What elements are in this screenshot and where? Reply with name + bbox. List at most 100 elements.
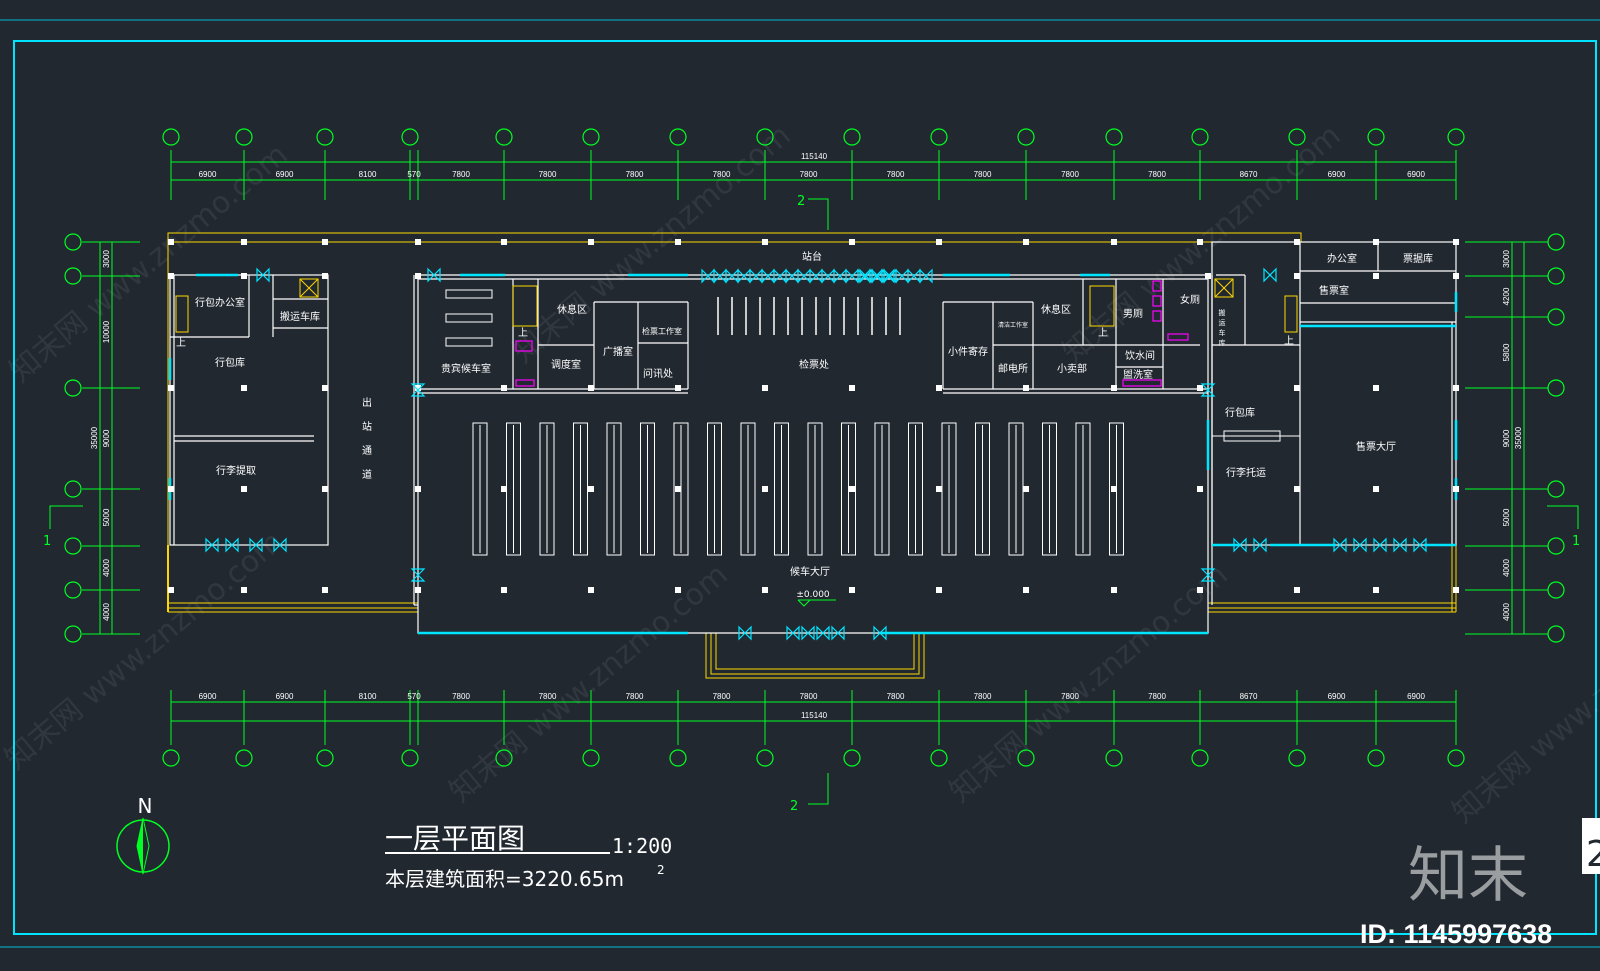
waiting-bench [1109, 422, 1124, 556]
column [1197, 587, 1203, 593]
door [1353, 537, 1367, 553]
column [849, 239, 855, 245]
axis-bubble [235, 128, 253, 146]
dimension-label: 8670 [1240, 692, 1258, 701]
dimension-label: 4200 [1502, 287, 1511, 305]
section-mark-label: 2 [797, 194, 805, 209]
door [701, 268, 715, 284]
dimension-label: 8100 [359, 692, 377, 701]
column [1294, 486, 1300, 492]
door [1413, 537, 1427, 553]
waiting-bench [472, 422, 488, 556]
column [762, 587, 768, 593]
watermark-text: 知末网 www.znzmo.com [1446, 578, 1600, 830]
door [797, 268, 811, 284]
door [881, 268, 895, 284]
column [415, 385, 421, 391]
dimension-total: 115140 [801, 152, 828, 161]
sanitary-fixtures [515, 280, 1189, 387]
axis-bubble [669, 749, 687, 767]
dimension-label: 3000 [102, 250, 111, 268]
axis-bubble [64, 267, 82, 285]
axis-bubble [1447, 749, 1465, 767]
axis-bubble [1367, 749, 1385, 767]
label-dispatch: 调度室 [551, 358, 581, 371]
column [501, 239, 507, 245]
door [816, 625, 830, 641]
watermark-text: 知末网 www.znzmo.com [0, 524, 290, 776]
axis-bubble [1017, 749, 1035, 767]
door [249, 537, 263, 553]
door [713, 268, 727, 284]
dimension-label: 7800 [539, 692, 557, 701]
axis-bubble [1288, 128, 1306, 146]
stairs [175, 285, 1298, 333]
door [737, 268, 751, 284]
drawing-title: 一层平面图 [385, 822, 525, 855]
waiting-bench [975, 422, 990, 556]
column [1453, 385, 1459, 391]
axis-bubble [843, 749, 861, 767]
dimension-label: 9000 [102, 429, 111, 447]
dimension-label: 7800 [452, 692, 470, 701]
dimension-label: 570 [407, 692, 421, 701]
axis-bubble [1547, 233, 1565, 251]
column [415, 486, 421, 492]
column [1197, 486, 1203, 492]
dimension-label: 7800 [800, 692, 818, 701]
column [168, 385, 174, 391]
dimension-label: 5000 [102, 508, 111, 526]
dimension-label: 4000 [1502, 559, 1511, 577]
column [1111, 239, 1117, 245]
vip-furniture [445, 289, 493, 347]
label-water-room: 饮水间 [1125, 349, 1155, 362]
waiting-bench [1008, 422, 1024, 556]
windows [168, 273, 1458, 635]
dimension-label: 5800 [1502, 343, 1511, 361]
axis-bubble [930, 128, 948, 146]
datum-text: ±0.000 [796, 590, 830, 600]
label-women-toilet: 女厕 [1180, 293, 1200, 306]
column [1373, 273, 1379, 279]
label-ticket-hall: 售票大厅 [1356, 440, 1396, 453]
dimension-label: 7800 [1061, 170, 1079, 179]
column [675, 385, 681, 391]
waiting-bench [941, 422, 957, 556]
column [1197, 385, 1203, 391]
label-luggage-pickup: 行李提取 [216, 464, 256, 477]
column [1294, 385, 1300, 391]
column [415, 239, 421, 245]
axis-bubble [401, 749, 419, 767]
dimension-label: 8670 [1240, 170, 1258, 179]
axis-bubble [1547, 379, 1565, 397]
label-waiting-hall: 候车大厅 [790, 565, 830, 578]
columns [168, 239, 1459, 593]
column [241, 273, 247, 279]
label-up-stair: 上 [1098, 327, 1108, 339]
column [675, 239, 681, 245]
waiting-bench [774, 422, 789, 556]
label-shop: 小卖部 [1057, 362, 1087, 375]
sheet-badge: 2 [1582, 818, 1600, 875]
dimension-label: 7800 [974, 170, 992, 179]
column [1373, 385, 1379, 391]
column [1023, 239, 1029, 245]
axis-bubble [64, 537, 82, 555]
column [762, 385, 768, 391]
axis-bubble [162, 128, 180, 146]
door [1393, 537, 1407, 553]
axis-bubble [162, 749, 180, 767]
section-mark-labels: 2 2 1 1 [43, 194, 1580, 814]
column [1023, 486, 1029, 492]
label-office: 办公室 [1327, 252, 1357, 265]
axis-bubble [1547, 625, 1565, 643]
label-cleaning-work: 清洁工作室 [998, 321, 1028, 329]
column [1453, 239, 1459, 245]
dimension-label: 7800 [1061, 692, 1079, 701]
label-parcel-store: 小件寄存 [948, 345, 988, 358]
dimension-label: 7800 [539, 170, 557, 179]
